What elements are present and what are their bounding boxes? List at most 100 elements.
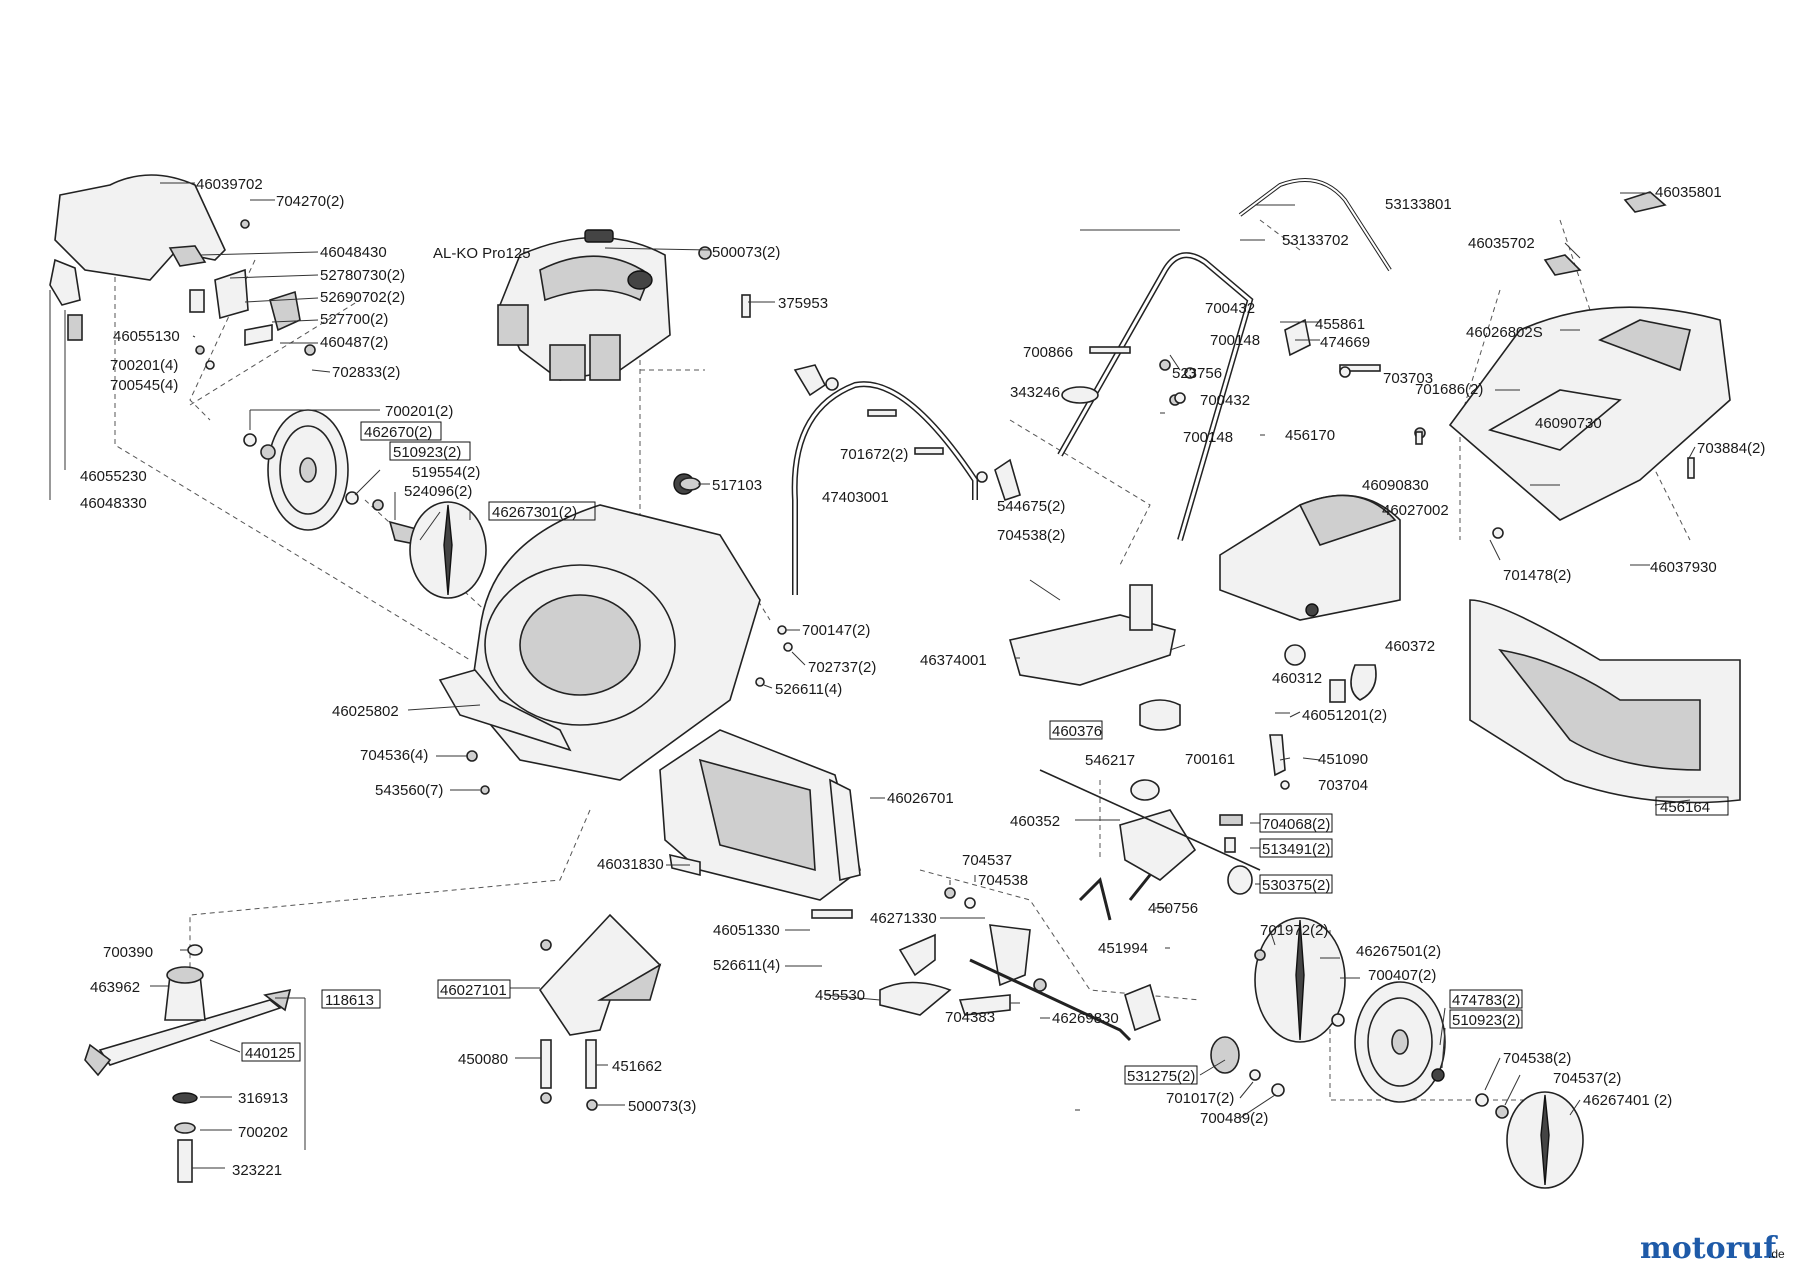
part-label: 456170: [1285, 427, 1335, 444]
part-label: 704068(2): [1262, 816, 1330, 833]
part-label: 343246: [1010, 384, 1060, 401]
part-label: 519554(2): [412, 464, 480, 481]
part-label: 46035801: [1655, 184, 1722, 201]
part-label: 451994: [1098, 940, 1148, 957]
discharge-chute-part: [1008, 584, 1176, 686]
part-label: 375953: [778, 295, 828, 312]
grass-catcher-part: [1219, 191, 1741, 804]
part-label: 704537(2): [1553, 1070, 1621, 1087]
rear-left-wheel-part: [243, 409, 487, 599]
part-label: 46267401 (2): [1583, 1092, 1672, 1109]
part-label: 46090830: [1362, 477, 1429, 494]
part-label: 700201(4): [110, 357, 178, 374]
part-label: 701672(2): [840, 446, 908, 463]
part-label: 700161: [1185, 751, 1235, 768]
part-label: 118613: [325, 992, 374, 1009]
part-label: 530375(2): [1262, 877, 1330, 894]
part-label: 46027101: [440, 982, 507, 999]
part-label: 52780730(2): [320, 267, 405, 284]
part-label: 704537: [962, 852, 1012, 869]
part-label: 460376: [1052, 723, 1102, 740]
part-label: 46090730: [1535, 415, 1602, 432]
part-label: 500073(2): [712, 244, 780, 261]
part-label: 462670(2): [364, 424, 432, 441]
part-label: 700545(4): [110, 377, 178, 394]
height-adjuster-part: [879, 887, 1285, 1097]
part-label: 701017(2): [1166, 1090, 1234, 1107]
mulch-insert-part: [538, 913, 662, 1111]
part-label: 543560(7): [375, 782, 443, 799]
part-label: 704383: [945, 1009, 995, 1026]
watermark-logo: motoruf .de: [1640, 1231, 1785, 1266]
drive-unit-part: [1039, 644, 1377, 921]
part-label: 700432: [1200, 392, 1250, 409]
part-label: 46035702: [1468, 235, 1535, 252]
part-label: 46269830: [1052, 1010, 1119, 1027]
part-label: 700390: [103, 944, 153, 961]
part-label: 700202: [238, 1124, 288, 1141]
part-label: 703703: [1383, 370, 1433, 387]
fasteners-part: [679, 246, 1695, 790]
watermark-brand: motoruf: [1640, 1231, 1778, 1266]
part-label: 460372: [1385, 638, 1435, 655]
part-label: 450756: [1148, 900, 1198, 917]
part-label: 46051330: [713, 922, 780, 939]
handle-upper-part: [1057, 178, 1392, 541]
part-label: 456164: [1660, 799, 1710, 816]
rear-flap-part: [49, 174, 316, 370]
part-label: 46055130: [113, 328, 180, 345]
part-label: 523756: [1172, 365, 1222, 382]
part-label: 704270(2): [276, 193, 344, 210]
engine-part: [497, 229, 671, 381]
part-label: 46267501(2): [1356, 943, 1441, 960]
rear-housing-part: [659, 729, 861, 919]
part-label: 53133702: [1282, 232, 1349, 249]
part-label: 700489(2): [1200, 1110, 1268, 1127]
part-label: 460487(2): [320, 334, 388, 351]
part-label: 46039702: [196, 176, 263, 193]
leader-lines: [49, 182, 1696, 1169]
part-label: 700148: [1210, 332, 1260, 349]
part-label: 46048430: [320, 244, 387, 261]
part-label: 524096(2): [404, 483, 472, 500]
part-label: 700201(2): [385, 403, 453, 420]
part-label: 700432: [1205, 300, 1255, 317]
part-label: 500073(3): [628, 1098, 696, 1115]
part-label: 455530: [815, 987, 865, 1004]
part-label: 704538: [978, 872, 1028, 889]
part-label: 703884(2): [1697, 440, 1765, 457]
part-label: 526611(4): [713, 957, 780, 974]
part-label: 460352: [1010, 813, 1060, 830]
part-label: 513491(2): [1262, 841, 1330, 858]
part-label: 46051201(2): [1302, 707, 1387, 724]
part-label: 700148: [1183, 429, 1233, 446]
part-label: 46048330: [80, 495, 147, 512]
part-label: 46025802: [332, 703, 399, 720]
part-label: 451662: [612, 1058, 662, 1075]
part-label: 46027002: [1382, 502, 1449, 519]
part-label: 704536(4): [360, 747, 428, 764]
part-label: 700147(2): [802, 622, 870, 639]
part-label: 510923(2): [393, 444, 461, 461]
part-label: 46026802S: [1466, 324, 1543, 341]
part-label: 704538(2): [997, 527, 1065, 544]
part-label: 53133801: [1385, 196, 1452, 213]
part-label: 463962: [90, 979, 140, 996]
part-label: 440125: [245, 1045, 295, 1062]
rear-right-wheel-part: [1254, 917, 1584, 1189]
part-label: 46271330: [870, 910, 937, 927]
part-label: 510923(2): [1452, 1012, 1520, 1029]
part-label: 526611(4): [775, 681, 842, 698]
assembly-guides: [114, 219, 1691, 1101]
part-label: 544675(2): [997, 498, 1065, 515]
part-label: 531275(2): [1127, 1068, 1195, 1085]
watermark-domain: .de: [1768, 1247, 1785, 1261]
handle-lower-part: [791, 364, 1021, 595]
part-label: 700866: [1023, 344, 1073, 361]
part-label: 701972(2): [1260, 922, 1328, 939]
part-label: 546217: [1085, 752, 1135, 769]
part-label: 702833(2): [332, 364, 400, 381]
part-label: 701686(2): [1415, 381, 1483, 398]
part-label: 52690702(2): [320, 289, 405, 306]
